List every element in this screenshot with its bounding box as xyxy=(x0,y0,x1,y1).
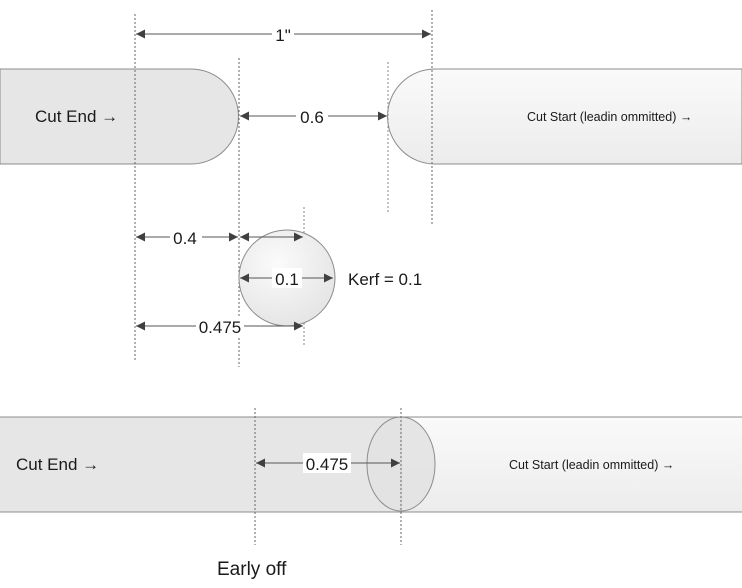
dim-kerf-width-label: 0.1 xyxy=(275,270,299,289)
cut-end-bar-top xyxy=(0,68,239,165)
dim-early-off-label: 0.475 xyxy=(199,318,242,337)
kerf-label: Kerf = 0.1 xyxy=(348,270,422,289)
dim-offset-label: 0.4 xyxy=(173,229,197,248)
dim-total-label: 1" xyxy=(275,26,291,45)
early-off-label: Early off xyxy=(217,559,287,580)
dim-early-off-bottom-label: 0.475 xyxy=(306,455,349,474)
cut-end-label-bottom: Cut End → xyxy=(16,455,99,474)
dim-gap-label: 0.6 xyxy=(300,108,324,127)
cut-start-label-top: Cut Start (leadin ommitted) → xyxy=(527,110,692,124)
cut-start-bar-bottom xyxy=(400,416,742,513)
cut-start-label-bottom: Cut Start (leadin ommitted) → xyxy=(509,458,674,472)
cut-end-label-top: Cut End → xyxy=(35,107,118,126)
